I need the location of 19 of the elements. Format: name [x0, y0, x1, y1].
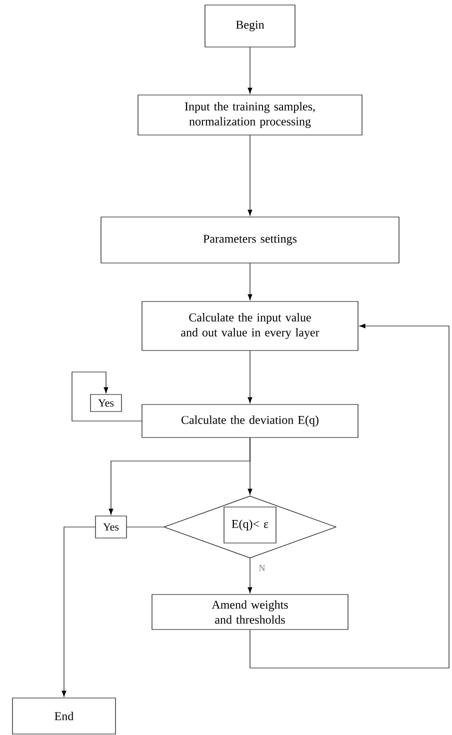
- arrow: [248, 135, 252, 216]
- yes-box: Yes: [95, 516, 127, 538]
- arrow: [108, 438, 250, 515]
- arrow: [62, 526, 96, 697]
- arrow: [72, 372, 142, 422]
- process-box: Begin: [204, 4, 296, 48]
- process-box: Calculate the deviation E(q): [142, 404, 358, 438]
- arrow: [248, 263, 252, 300]
- process-box: End: [12, 698, 116, 734]
- yes-box: Yes: [90, 394, 122, 412]
- arrow: [248, 47, 252, 94]
- process-box: Parameters settings: [100, 216, 400, 264]
- process-box: Amend weights and thresholds: [152, 594, 348, 630]
- process-box: Input the training samples, normalization processing: [138, 94, 362, 136]
- arrow: [248, 350, 252, 404]
- edge-label: N: [258, 564, 266, 572]
- arrow: [248, 558, 252, 594]
- arrow: [250, 324, 450, 668]
- process-box: Calculate the input value and out value in every layer: [142, 301, 358, 351]
